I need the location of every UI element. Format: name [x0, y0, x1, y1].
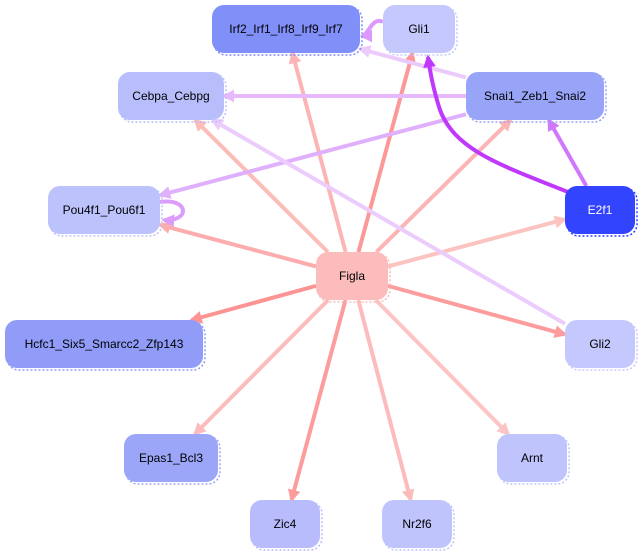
node-label: Snai1_Zeb1_Snai2	[484, 89, 586, 103]
node-label: Nr2f6	[402, 517, 432, 531]
node-box	[382, 500, 452, 548]
node-label: Cebpa_Cebpg	[132, 89, 209, 103]
node-label: Figla	[339, 269, 365, 283]
node-gli1[interactable]: Gli1	[383, 5, 458, 56]
edge-figla-to-gli2	[387, 283, 568, 338]
edge-gli2-to-cebpa	[210, 118, 567, 326]
node-nr2f6[interactable]: Nr2f6	[382, 500, 455, 551]
edge-snai-to-irf	[357, 45, 467, 80]
edge-figla-to-cebpa	[193, 118, 330, 254]
node-box	[212, 5, 360, 53]
node-label: E2f1	[588, 203, 613, 217]
node-label: Arnt	[521, 451, 544, 465]
edge-figla-to-e2f1	[387, 215, 568, 269]
edge-figla-to-pou	[157, 221, 317, 269]
edge-e2f1-to-gli1	[423, 54, 569, 194]
node-box	[124, 434, 218, 482]
node-epas[interactable]: Epas1_Bcl3	[124, 434, 221, 485]
edge-figla-to-arnt	[374, 298, 511, 436]
node-box	[118, 72, 224, 120]
node-cebpa[interactable]: Cebpa_Cebpg	[118, 72, 227, 123]
edge-figla-to-hcfc	[189, 283, 317, 324]
edge-snai-to-pou	[157, 112, 467, 199]
edge-pou-to-pou	[159, 199, 185, 228]
node-label: Epas1_Bcl3	[139, 451, 203, 465]
edge-figla-to-epas	[193, 298, 330, 436]
node-figla[interactable]: Figla	[316, 252, 391, 303]
edge-figla-to-gli1	[356, 50, 416, 253]
edge-e2f1-to-snai	[546, 117, 589, 187]
node-box	[48, 186, 160, 234]
node-pou[interactable]: Pou4f1_Pou6f1	[48, 186, 163, 237]
node-box	[497, 434, 567, 482]
edge-gli1-to-irf	[359, 18, 384, 43]
edge-figla-to-nr2f6	[356, 299, 415, 503]
node-gli2[interactable]: Gli2	[565, 320, 638, 371]
node-box	[250, 500, 320, 548]
node-box	[565, 186, 635, 234]
edge-figla-to-zic4	[287, 299, 348, 503]
node-arnt[interactable]: Arnt	[497, 434, 570, 485]
node-box	[316, 252, 388, 300]
node-box	[466, 72, 604, 120]
node-e2f1[interactable]: E2f1	[565, 186, 638, 237]
node-label: Gli2	[589, 337, 611, 351]
node-zic4[interactable]: Zic4	[250, 500, 323, 551]
node-label: Pou4f1_Pou6f1	[63, 203, 146, 217]
node-box	[565, 320, 635, 368]
node-irf[interactable]: Irf2_Irf1_Irf8_Irf9_Irf7	[212, 5, 363, 56]
node-label: Gli1	[408, 22, 430, 36]
node-label: Hcfc1_Six5_Smarcc2_Zfp143	[25, 337, 184, 351]
edge-figla-to-snai	[374, 118, 513, 254]
node-box	[383, 5, 455, 53]
edges-layer	[157, 18, 589, 503]
node-label: Zic4	[274, 517, 297, 531]
node-snai[interactable]: Snai1_Zeb1_Snai2	[466, 72, 607, 123]
node-label: Irf2_Irf1_Irf8_Irf9_Irf7	[229, 22, 343, 36]
node-box	[5, 320, 203, 368]
node-hcfc[interactable]: Hcfc1_Six5_Smarcc2_Zfp143	[5, 320, 206, 371]
